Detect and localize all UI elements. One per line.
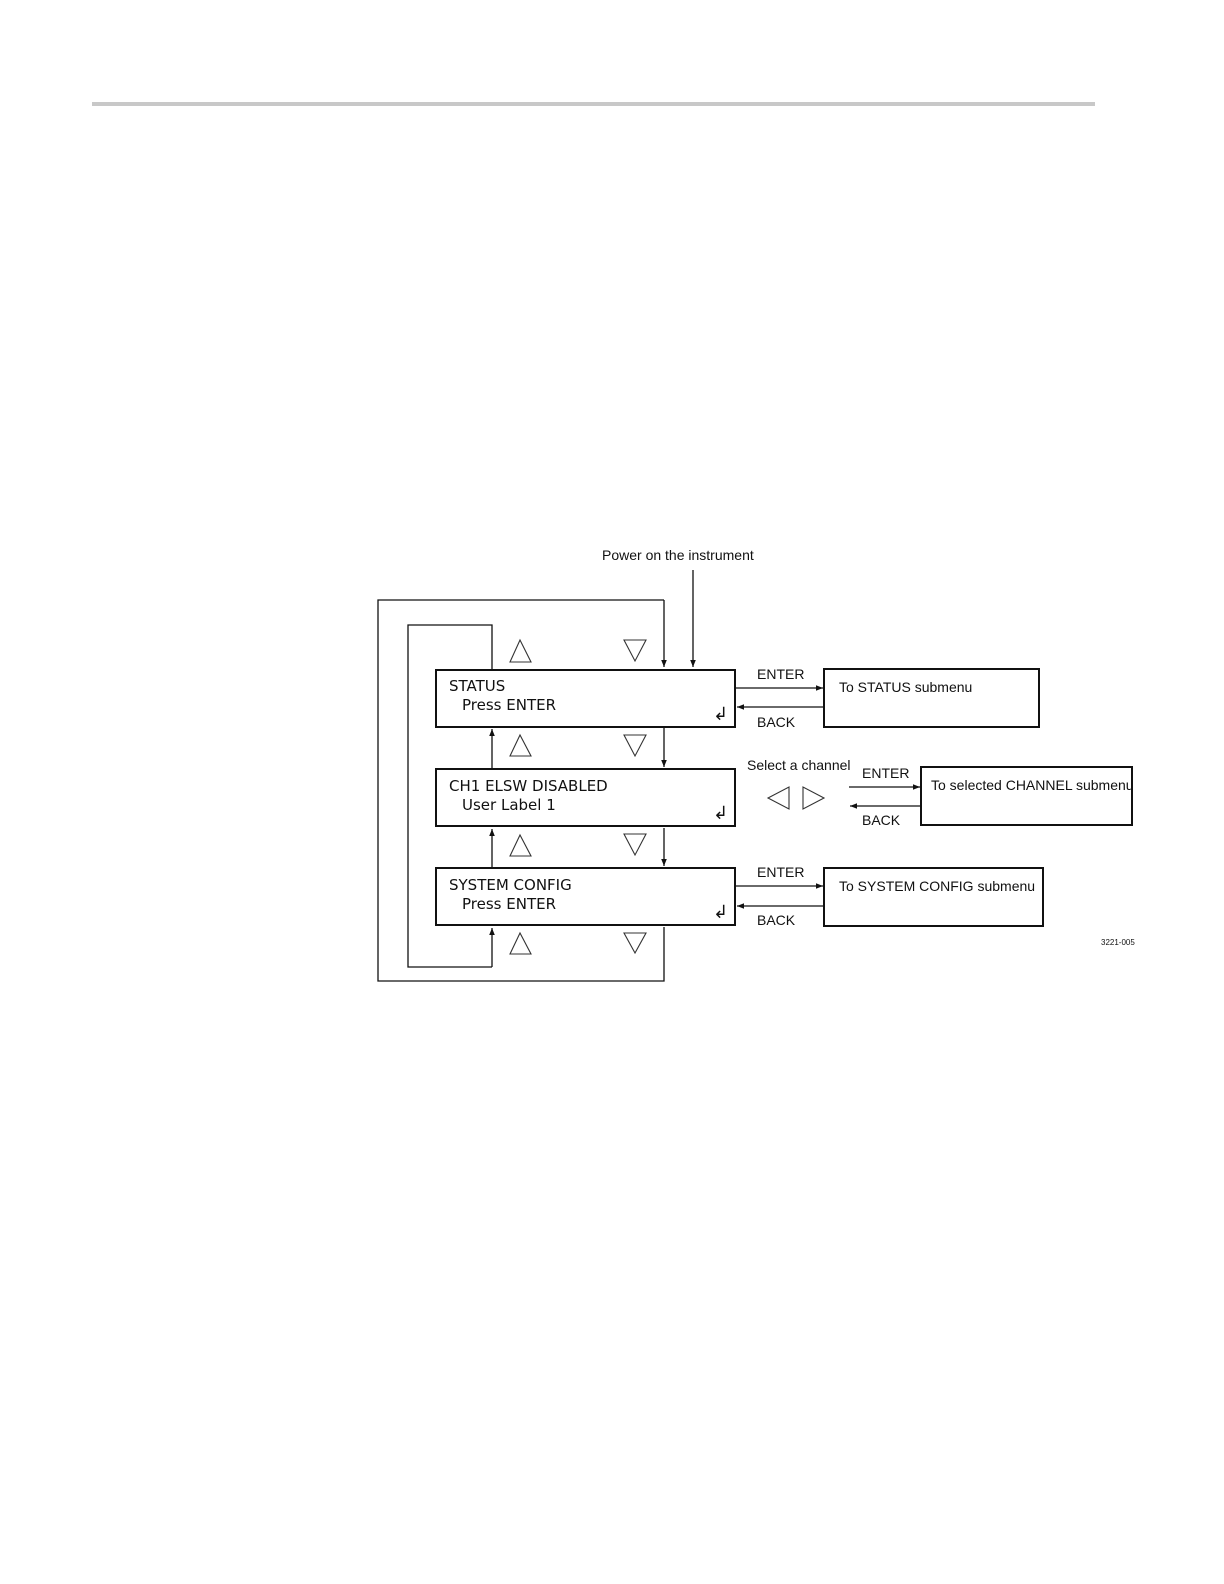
submenu-label: To STATUS submenu — [839, 679, 972, 695]
figure-id: 3221-005 — [1101, 938, 1135, 947]
enter-label: ENTER — [757, 666, 804, 682]
menu-display-status: STATUS Press ENTER ↲ — [436, 670, 735, 727]
menu-display-system-config: SYSTEM CONFIG Press ENTER ↲ — [436, 868, 735, 925]
menu-title: SYSTEM CONFIG — [449, 876, 572, 894]
menu-title: CH1 ELSW DISABLED — [449, 777, 608, 795]
menu-title: STATUS — [449, 677, 505, 695]
right-triangle-icon — [803, 787, 824, 809]
enter-label: ENTER — [757, 864, 804, 880]
menu-subtitle: User Label 1 — [462, 796, 556, 814]
up-triangle-icon — [510, 735, 531, 756]
down-triangle-icon — [624, 834, 646, 855]
up-triangle-icon — [510, 933, 531, 954]
menu-display-channel: CH1 ELSW DISABLED User Label 1 ↲ — [436, 769, 735, 826]
back-label: BACK — [862, 812, 901, 828]
back-label: BACK — [757, 714, 796, 730]
up-triangle-icon — [510, 640, 531, 662]
back-label: BACK — [757, 912, 796, 928]
entry-label: Power on the instrument — [602, 547, 754, 563]
enter-icon: ↲ — [713, 902, 728, 923]
submenu-label: To SYSTEM CONFIG submenu — [839, 878, 1035, 894]
down-triangle-icon — [624, 933, 646, 953]
enter-label: ENTER — [862, 765, 909, 781]
submenu-box-system-config: To SYSTEM CONFIG submenu — [824, 868, 1043, 926]
menu-subtitle: Press ENTER — [462, 895, 556, 913]
submenu-label: To selected CHANNEL submenu — [931, 777, 1134, 793]
enter-icon: ↲ — [713, 704, 728, 725]
down-triangle-icon — [624, 735, 646, 756]
submenu-box-status: To STATUS submenu — [824, 669, 1039, 727]
left-triangle-icon — [768, 787, 789, 809]
down-triangle-icon — [624, 640, 646, 661]
select-channel-label: Select a channel — [747, 757, 851, 773]
submenu-box-channel: To selected CHANNEL submenu — [921, 767, 1134, 825]
menu-subtitle: Press ENTER — [462, 696, 556, 714]
enter-icon: ↲ — [713, 803, 728, 824]
up-triangle-icon — [510, 835, 531, 856]
